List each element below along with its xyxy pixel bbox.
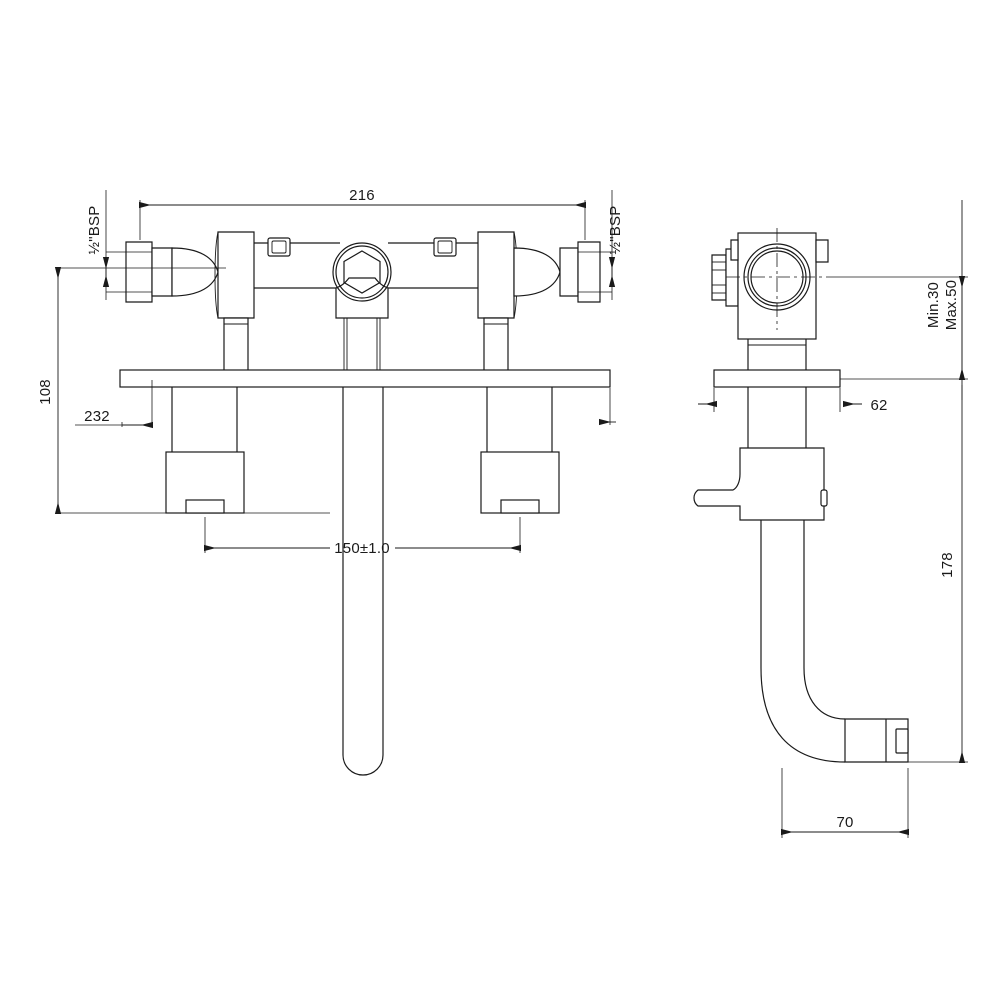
dim-overall-width <box>139 200 586 240</box>
center-hex-fitting <box>332 242 392 372</box>
dim-bsp-left <box>102 190 152 300</box>
port-square-left <box>267 237 291 257</box>
dim-label-bsp-left: ½"BSP <box>86 206 103 255</box>
front-view-dimensions <box>54 190 616 553</box>
body-tube-right <box>388 242 478 289</box>
dim-label-centres-150: 150±1.0 <box>334 540 390 557</box>
left-inlet-connector <box>125 241 173 303</box>
dim-proj-232 <box>75 380 153 429</box>
spout-front <box>342 387 384 776</box>
side-view-geometry <box>693 228 909 763</box>
dim-label-overall-width: 216 <box>349 187 375 204</box>
port-square-right <box>433 237 457 257</box>
side-inlet-nut <box>711 248 739 307</box>
side-valve-body <box>726 228 840 340</box>
dim-height-178 <box>908 200 968 763</box>
dim-label-height-178: 178 <box>939 552 956 578</box>
body-tube-left <box>254 242 340 289</box>
side-view-dimensions <box>698 200 968 838</box>
side-shaft <box>747 387 807 448</box>
dim-label-height-108: 108 <box>37 379 54 405</box>
dim-plate-tick-right <box>599 388 616 426</box>
right-handle <box>480 387 560 514</box>
dimension-text-layer: 216 ½"BSP ½"BSP 108 232 150±1.0 62 Min.3… <box>37 187 960 831</box>
side-neck <box>747 339 807 372</box>
dim-reach-70 <box>781 768 909 838</box>
front-view-geometry <box>119 231 611 776</box>
left-handle <box>165 387 245 514</box>
left-valve-body <box>171 231 255 373</box>
wall-plate-side <box>713 369 841 388</box>
dim-label-min-30: Min.30 <box>925 282 942 328</box>
dim-label-bsp-right: ½"BSP <box>607 206 624 255</box>
dim-plate-tick-left <box>698 388 717 412</box>
dim-label-proj-232: 232 <box>84 408 110 425</box>
wall-plate-front <box>119 369 611 388</box>
dim-label-reach-70: 70 <box>836 814 853 831</box>
dim-bsp-right <box>578 190 616 300</box>
dim-centres-150 <box>204 517 521 553</box>
dim-label-offset-62: 62 <box>870 397 887 414</box>
spout-side <box>760 520 909 763</box>
right-valve-body <box>477 231 561 373</box>
dim-offset-62 <box>839 388 862 412</box>
dim-label-max-50: Max.50 <box>943 280 960 330</box>
dim-height-108 <box>54 267 330 514</box>
right-inlet-connector <box>559 241 601 303</box>
side-lever-handle <box>693 447 828 521</box>
